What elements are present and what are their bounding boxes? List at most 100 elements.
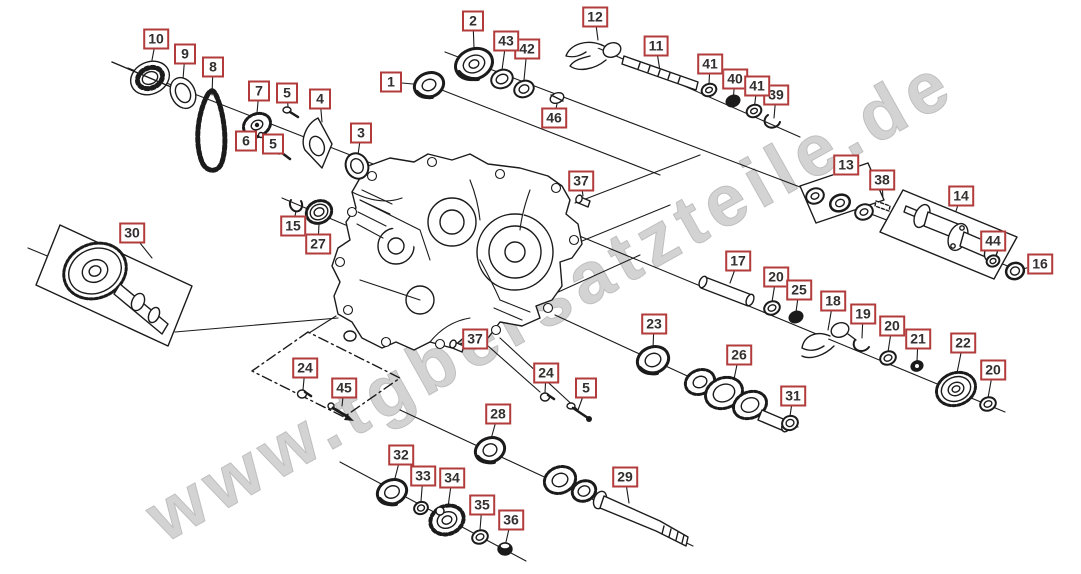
washer-42 [513,79,535,99]
part-callout-46: 46 [541,107,567,129]
part-callout-20: 20 [879,315,905,337]
primary-gear-box-30 [35,224,193,347]
part-callout-5: 5 [276,82,298,104]
part-callout-42: 42 [514,38,540,60]
part-callout-28: 28 [485,403,511,425]
nut-36 [497,542,513,556]
circlip-15 [288,199,304,213]
part-callout-41: 41 [744,75,770,97]
bearing-2 [454,46,494,82]
bearing-1 [412,71,446,100]
part-callout-31: 31 [780,385,806,407]
tensioner-plate-4 [302,117,333,169]
nut-40 [725,94,741,108]
circlip-39 [763,114,781,129]
part-callout-35: 35 [469,494,495,516]
washer-41-b [745,103,763,119]
gear-27 [304,199,334,225]
washer-20-c [979,396,997,412]
part-callout-13: 13 [833,154,859,176]
crankcase-half [331,153,583,351]
part-callout-22: 22 [950,332,976,354]
part-callout-23: 23 [641,313,667,335]
screw-5-lower [566,402,592,422]
part-callout-26: 26 [726,344,752,366]
part-callout-20: 20 [763,266,789,288]
part-callout-5: 5 [575,377,597,399]
screw-5-top [282,106,300,119]
ring-16 [1004,261,1026,281]
part-callout-44: 44 [980,230,1006,252]
part-callout-7: 7 [248,80,270,102]
bolt-37-lower [449,339,465,353]
bearing-28 [473,436,507,465]
dash-dot-boundary [251,331,401,418]
part-callout-3: 3 [350,122,372,144]
washer-41-a [700,82,718,98]
part-callout-16: 16 [1027,253,1053,275]
washer-31 [781,414,799,432]
washer-35 [471,529,489,545]
washer-33 [413,500,429,516]
screw-45 [327,402,354,421]
part-callout-29: 29 [612,466,638,488]
part-callout-5: 5 [262,133,284,155]
part-callout-25: 25 [786,279,812,301]
part-callout-33: 33 [410,465,436,487]
part-callout-20: 20 [980,359,1006,381]
part-callout-14: 14 [948,185,974,207]
part-callout-15: 15 [280,215,306,237]
pin-38 [874,200,891,212]
bolt-24-left [296,389,313,399]
ring-44 [985,254,1001,268]
part-callout-36: 36 [498,509,524,531]
part-callout-38: 38 [869,169,895,191]
shift-fork-18 [801,322,857,359]
part-callout-6: 6 [235,130,257,152]
part-callout-41: 41 [697,53,723,75]
part-callout-18: 18 [820,290,846,312]
part-callout-10: 10 [143,28,169,50]
part-callout-17: 17 [725,250,751,272]
nut-21 [910,360,924,372]
gear-cluster-26 [683,368,792,433]
part-callout-34: 34 [439,467,465,489]
output-shaft-29 [542,465,689,547]
part-callout-37: 37 [568,170,594,192]
cam-chain-8 [195,88,228,173]
washer-20-b [879,350,897,366]
part-callout-2: 2 [462,10,484,32]
part-callout-4: 4 [309,88,331,110]
seal-ring-3 [344,152,370,180]
part-callout-27: 27 [305,233,331,255]
fork-shaft-11 [621,55,699,91]
ring-19 [852,339,870,352]
part-callout-8: 8 [202,56,224,78]
lock-washer-10 [111,60,191,96]
bearing-32 [375,478,409,507]
washer-43 [490,68,514,90]
part-callout-24: 24 [533,362,559,384]
part-callout-12: 12 [582,6,608,28]
bevel-gear-34 [428,503,466,537]
clip-46 [549,91,565,105]
part-callout-43: 43 [493,30,519,52]
part-callout-32: 32 [388,444,414,466]
nut-25 [788,310,804,324]
bolt-24-right [539,392,556,402]
part-callout-19: 19 [850,303,876,325]
part-callout-11: 11 [643,35,669,57]
part-callout-1: 1 [380,71,402,93]
washer-9 [169,76,197,110]
bearing-set-box-13 [799,162,885,224]
part-callout-24: 24 [292,357,318,379]
gear-22 [935,370,977,408]
part-callout-30: 30 [119,222,145,244]
part-callout-9: 9 [174,43,196,65]
washer-20-a [763,300,781,316]
bolt-37-top [575,194,591,208]
shift-drum-box-14 [879,189,1018,280]
shift-fork-12 [565,41,622,71]
